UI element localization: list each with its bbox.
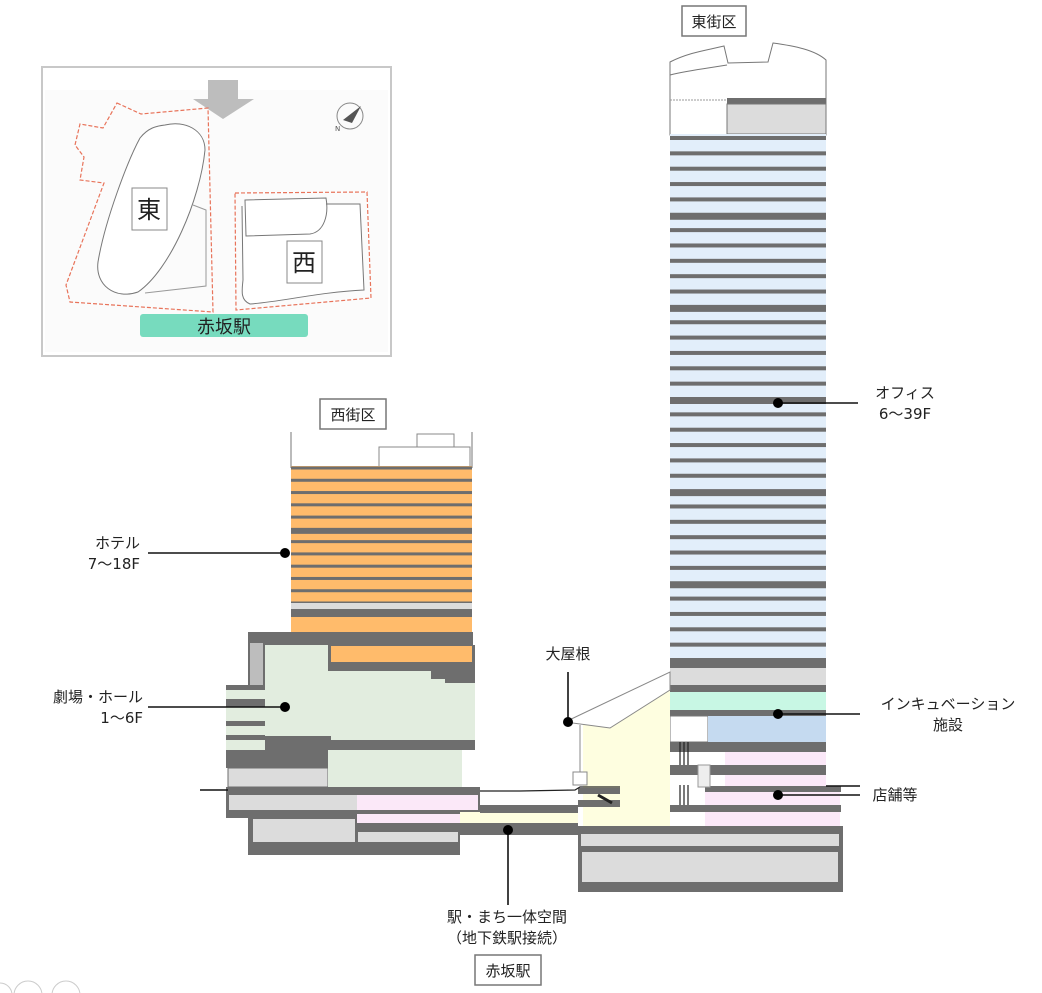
office-floor-slab [670,320,826,325]
svg-text:N: N [335,125,340,133]
shops-label: 店舗等 [872,786,917,804]
hotel-floor-slab [291,466,472,470]
station-bar [140,314,308,337]
office-floors-label: 6〜39F [879,405,931,423]
office-floor-slab [670,642,826,647]
site-map-inset: N 東 西 赤坂駅 [41,66,392,357]
big-roof [563,671,671,729]
east-podium-footprint [144,204,207,294]
arrow-down-icon [193,80,254,119]
office-floor-slab [670,519,826,524]
office-floor-slab [670,427,826,432]
office-label: オフィス [875,384,935,402]
north-compass-icon: N [335,102,364,133]
office-floor-slab [670,627,826,632]
hotel-floor-slab [291,540,472,544]
theater-floors-label: 1〜6F [100,709,143,727]
station-town-space [460,823,578,835]
east-label-box [131,187,168,231]
office-floor-slab [670,289,826,294]
east-district-label: 東街区 [691,13,736,31]
office-floor-slab [670,504,826,509]
hotel-floor-slab [291,564,472,568]
office-floor-slab [670,197,826,202]
hotel-floor-slab [291,478,472,482]
hotel-floor-slab [291,576,472,580]
east-tower [578,42,843,892]
office-floor-slab [670,412,826,417]
hotel-floor-slab [291,515,472,519]
office-floor-slab [670,258,826,263]
hotel-floor-slab [291,552,472,556]
office-floor-slab [670,212,826,220]
office-floor-slab [670,304,826,312]
callout-dots [280,398,783,835]
west-district-tag [319,398,387,430]
office-floor-slab [670,381,826,386]
office-floor-slab [670,489,826,497]
atrium [563,671,671,826]
station-tag-label: 赤坂駅 [485,962,530,980]
office-floor-slab [670,458,826,463]
hotel-floor-slab [291,503,472,507]
office-floor-slab [670,182,826,187]
control-circle[interactable] [13,980,43,993]
control-circle[interactable] [0,982,13,993]
office-floor-slab [670,366,826,371]
hotel-floor-slab [291,589,472,593]
office-floor-slab [670,473,826,478]
control-circle[interactable] [51,980,81,993]
incubation-floor [670,692,826,710]
west-district-label: 西街区 [330,406,375,424]
west-label: 西 [292,249,316,277]
east-site-boundary [65,102,214,313]
office-floor-slab [670,335,826,340]
west-label-box [286,240,323,284]
office-floor-slab [670,397,826,404]
west-building [226,432,620,855]
office-floor-slab [670,535,826,540]
viewer-controls[interactable] [0,980,81,993]
office-floor-slab [670,228,826,233]
office-floor-slab [670,136,826,140]
shops-floor [705,792,840,805]
incubation-label: インキュベーション [881,695,1016,713]
east-label: 東 [137,196,161,224]
hotel-floor-slab [291,527,472,534]
hotel-floor-slab [291,491,472,495]
hotel-label: ホテル [95,534,140,552]
roof-label: 大屋根 [545,645,590,663]
station-tag [474,954,542,986]
office-floor-slab [670,581,826,589]
leader-lines [148,402,860,905]
office-floor-slab [670,151,826,156]
office-floor-slab [670,243,826,248]
office-floor-slab [670,274,826,279]
office-floor-slab [670,443,826,448]
office-floor-slab [670,596,826,601]
office-floor-slab [670,166,826,171]
office-floor-slab [670,350,826,355]
station-space-label: 駅・まち一体空間 [447,908,567,926]
theater-label: 劇場・ホール [53,688,143,706]
hotel-floors-label: 7〜18F [88,555,140,573]
office-floor-slab [670,565,826,570]
office-floor-slab [670,611,826,616]
station-bar-label: 赤坂駅 [197,317,251,338]
office-floor-slab [670,550,826,555]
incubation-label-line2: 施設 [933,716,963,734]
east-district-tag [681,5,747,37]
station-space-label-line2: （地下鉄駅接続） [447,929,567,947]
